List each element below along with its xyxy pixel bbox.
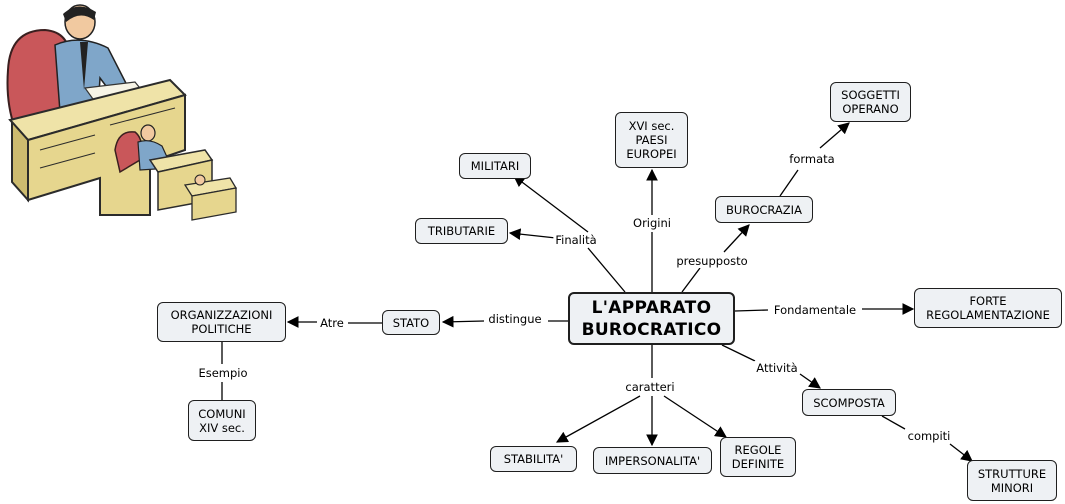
node-impersonalita[interactable]: IMPERSONALITA' bbox=[593, 447, 712, 474]
node-comuni-xiv-sec[interactable]: COMUNI XIV sec. bbox=[188, 400, 256, 441]
node-militari[interactable]: MILITARI bbox=[459, 153, 531, 179]
link-label-attivita: Attività bbox=[754, 361, 800, 375]
link-label-presupposto: presupposto bbox=[674, 254, 750, 268]
node-apparato-burocratico[interactable]: L'APPARATO BUROCRATICO bbox=[568, 292, 735, 345]
node-tributarie[interactable]: TRIBUTARIE bbox=[415, 218, 508, 244]
link-label-compiti: compiti bbox=[905, 429, 953, 443]
node-stabilita[interactable]: STABILITA' bbox=[490, 446, 577, 472]
link-label-origini: Origini bbox=[631, 216, 673, 230]
link-label-esempio: Esempio bbox=[196, 366, 250, 380]
link-label-caratteri: caratteri bbox=[623, 380, 677, 394]
node-forte-regolamentazione[interactable]: FORTE REGOLAMENTAZIONE bbox=[914, 288, 1062, 328]
node-regole-definite[interactable]: REGOLE DEFINITE bbox=[720, 437, 796, 477]
node-burocrazia[interactable]: BUROCRAZIA bbox=[715, 196, 813, 223]
bureaucrat-clipart-icon bbox=[6, 4, 238, 221]
link-label-finalita: Finalità bbox=[553, 233, 599, 247]
node-organizzazioni-politiche[interactable]: ORGANIZZAZIONI POLITICHE bbox=[157, 302, 286, 342]
node-strutture-minori[interactable]: STRUTTURE MINORI bbox=[967, 460, 1057, 501]
node-stato[interactable]: STATO bbox=[382, 310, 440, 335]
link-label-distingue: distingue bbox=[486, 312, 544, 326]
link-label-formata: formata bbox=[787, 152, 837, 166]
node-soggetti-operano[interactable]: SOGGETTI OPERANO bbox=[830, 82, 911, 122]
node-scomposta[interactable]: SCOMPOSTA bbox=[802, 389, 896, 416]
link-label-atre: Atre bbox=[318, 316, 346, 330]
node-xvi-sec-paesi-europei[interactable]: XVI sec. PAESI EUROPEI bbox=[615, 112, 688, 168]
link-label-fondamentale: Fondamentale bbox=[771, 303, 859, 317]
